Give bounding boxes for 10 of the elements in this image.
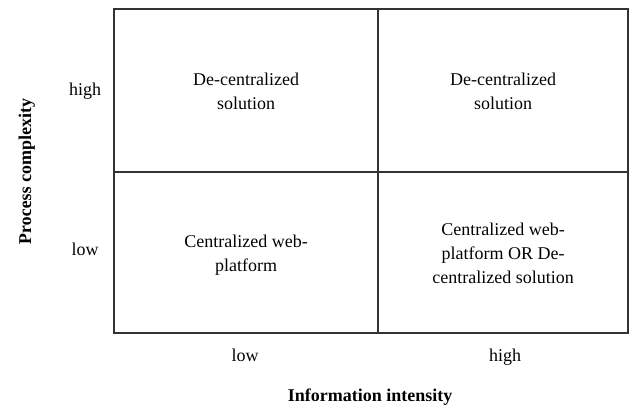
axis-title: Process complexity [14,96,36,246]
matrix-cell: De-centralized solution [377,8,629,173]
matrix-cell: De-centralized solution [113,8,379,173]
axis-tick-label: low [70,238,100,260]
axis-tick-label: high [68,78,102,100]
matrix-cell: Centralized web-platform OR De-centralized solution [377,171,629,334]
axis-title: Information intensity [286,384,454,406]
axis-tick-label: low [230,344,260,366]
axis-tick-label: high [488,344,522,366]
matrix-cell: Centralized web-platform [113,171,379,334]
